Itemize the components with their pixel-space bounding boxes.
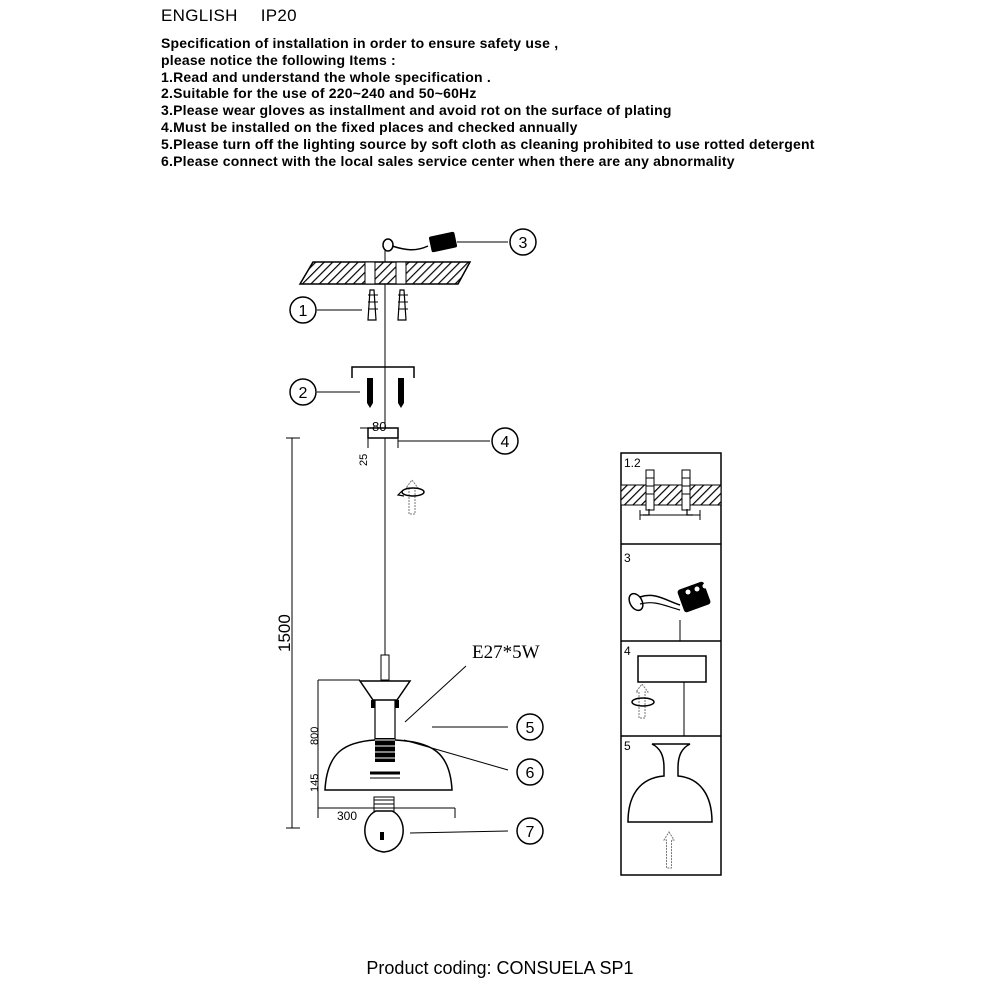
callout-number: 7: [526, 824, 535, 841]
callout-number: 3: [519, 235, 528, 252]
spec-line: 4.Must be installed on the fixed places …: [161, 118, 578, 135]
dimension-25: 25: [358, 454, 370, 466]
step-3-illustration: [628, 581, 711, 641]
callout-2: 2: [289, 378, 317, 406]
dimension-80: 80: [372, 419, 386, 434]
callout-number: 2: [299, 385, 308, 402]
dimension-145: 145: [309, 774, 321, 792]
callout-4: 4: [491, 427, 519, 455]
lamp-shade: [324, 654, 453, 791]
callout-6: 6: [516, 758, 544, 786]
step-label-3: 3: [624, 551, 631, 565]
canopy: [360, 427, 490, 448]
light-bulb: [364, 796, 404, 853]
specification-text: Specification of installation in order t…: [161, 35, 815, 169]
ceiling: [298, 261, 472, 285]
spec-line: 5.Please turn off the lighting source by…: [161, 135, 815, 152]
header: ENGLISH IP20: [161, 6, 315, 26]
rotate-arrow-icon: [396, 479, 425, 515]
callout-number: 4: [501, 434, 510, 451]
dimension-1500: 1500: [275, 614, 294, 652]
spec-line: please notice the following Items :: [161, 51, 396, 68]
language-label: ENGLISH: [161, 6, 238, 25]
callout-number: 5: [526, 720, 535, 737]
bulb-spec-label: E27*5W: [472, 642, 540, 663]
ip-rating: IP20: [260, 6, 297, 25]
wall-anchors: [317, 289, 408, 321]
overall-height-dimension: [286, 437, 300, 829]
dimension-300: 300: [337, 809, 357, 823]
step-label-5: 5: [624, 739, 631, 753]
step-1-2-illustration: [620, 469, 722, 520]
product-code: Product coding: CONSUELA SP1: [366, 958, 634, 978]
spec-line: 2.Suitable for the use of 220~240 and 50…: [161, 85, 477, 102]
spec-line: 3.Please wear gloves as installment and …: [161, 102, 672, 119]
spec-line: Specification of installation in order t…: [161, 35, 559, 51]
bulb-leader: [404, 665, 467, 723]
callout-5: 5: [516, 713, 544, 741]
step-label-4: 4: [624, 644, 631, 658]
step-label-1-2: 1.2: [624, 456, 641, 470]
spec-line: 1.Read and understand the whole specific…: [161, 68, 491, 85]
callout-3: 3: [509, 228, 537, 256]
callout-7: 7: [516, 817, 544, 845]
callout-1: 1: [289, 296, 317, 324]
callout-number: 6: [526, 765, 535, 782]
spec-line: 6.Please connect with the local sales se…: [161, 152, 735, 169]
wire-connector: [382, 231, 508, 262]
leader-7: [409, 830, 509, 834]
step-4-illustration: [631, 655, 707, 736]
step-5-illustration: [627, 743, 713, 869]
mounting-bracket: [317, 366, 415, 408]
leader-6: [403, 739, 509, 771]
callout-number: 1: [299, 303, 308, 320]
dimension-800: 800: [309, 727, 321, 745]
